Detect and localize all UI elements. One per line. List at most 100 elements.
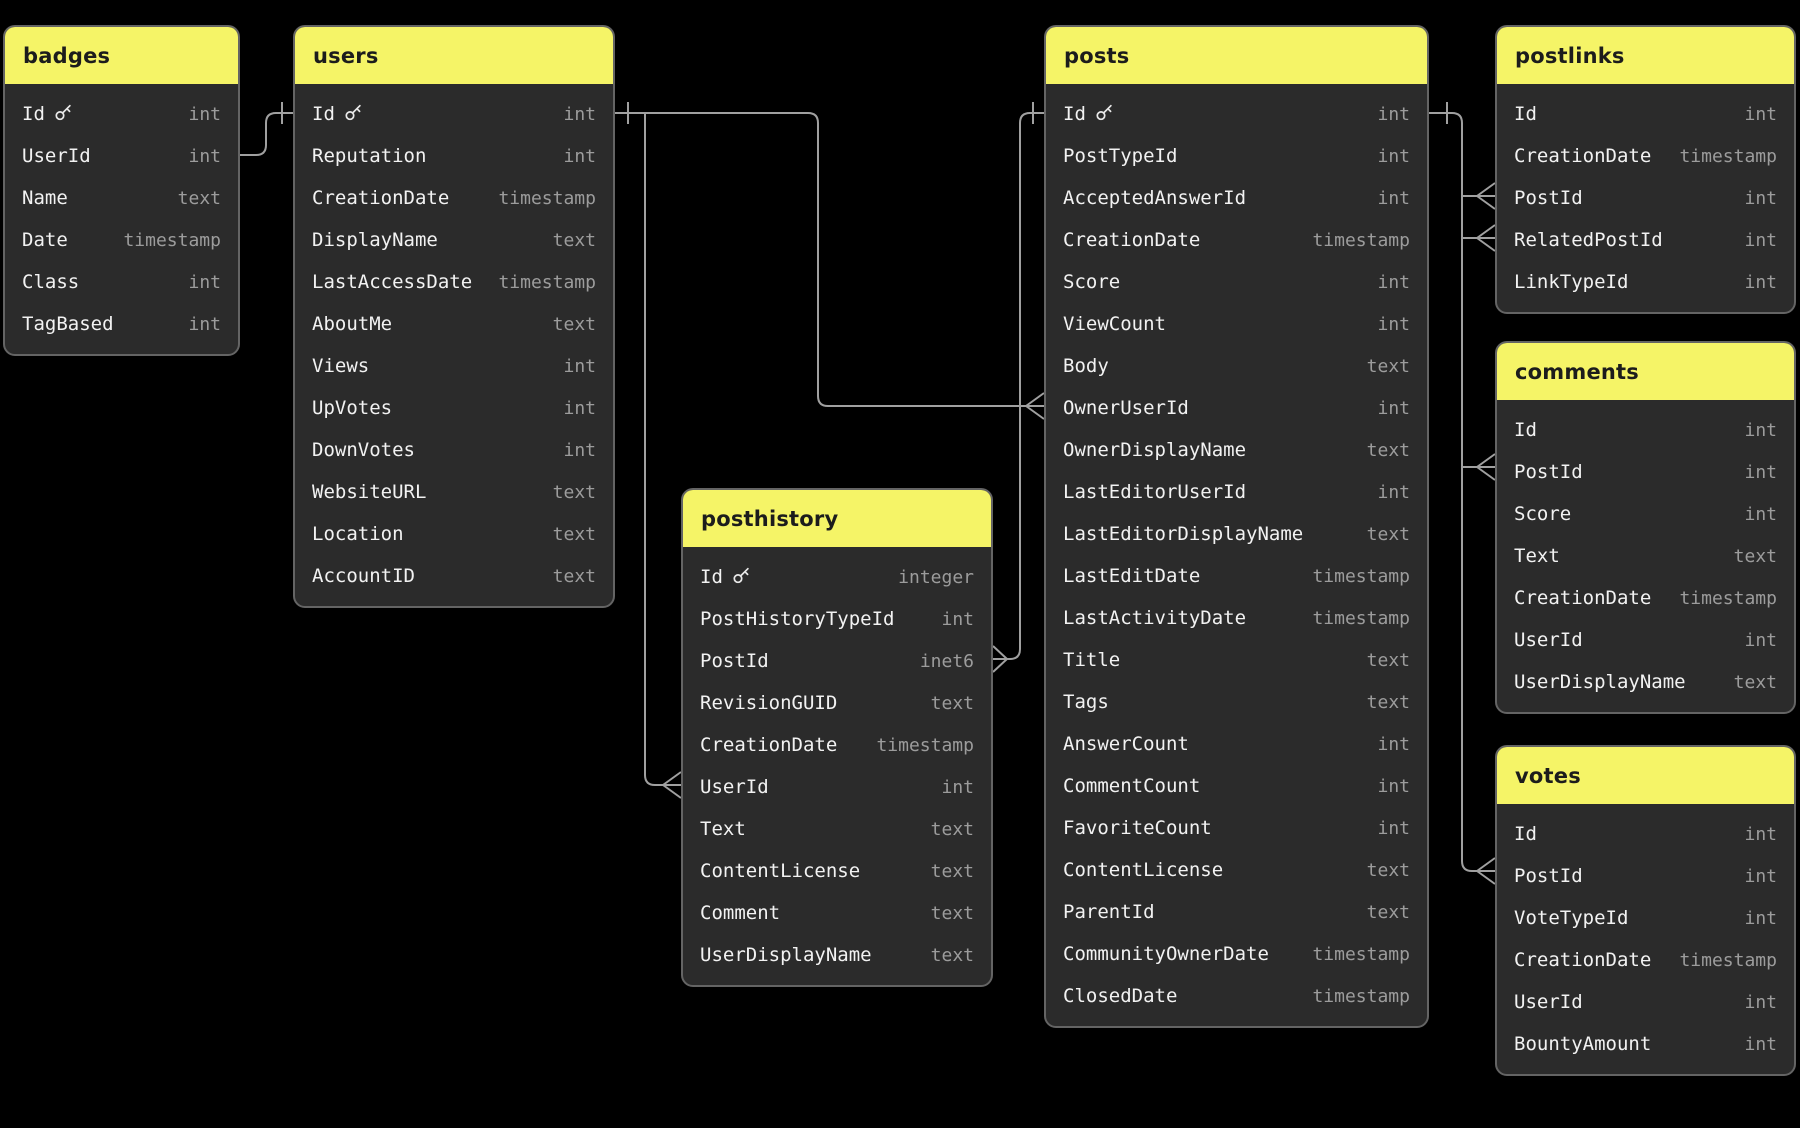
field-name-label: Date <box>22 229 68 251</box>
field-type: int <box>1744 991 1777 1013</box>
table-header-users[interactable]: users <box>295 27 613 84</box>
field-name-label: CreationDate <box>1514 587 1652 609</box>
field-type: int <box>1377 817 1410 839</box>
field-name-label: ParentId <box>1063 901 1155 923</box>
field-name: AcceptedAnswerId <box>1063 187 1246 209</box>
table-header-postlinks[interactable]: postlinks <box>1497 27 1794 84</box>
table-header-posts[interactable]: posts <box>1046 27 1427 84</box>
table-header-badges[interactable]: badges <box>5 27 238 84</box>
table-header-comments[interactable]: comments <box>1497 343 1794 400</box>
field-type: int <box>1744 1033 1777 1055</box>
table-header-posthistory[interactable]: posthistory <box>683 490 991 547</box>
field-type: text <box>930 860 974 882</box>
cardinality-many-crowfoot <box>992 645 1008 660</box>
table-header-votes[interactable]: votes <box>1497 747 1794 804</box>
field-type: text <box>1366 649 1410 671</box>
table-title: posts <box>1064 43 1130 68</box>
field-name-label: LastEditorUserId <box>1063 481 1247 503</box>
field-type: int <box>1744 865 1777 887</box>
field-name: AboutMe <box>312 313 392 335</box>
field-name-label: ViewCount <box>1063 313 1166 335</box>
field-name-label: AccountID <box>312 565 415 587</box>
field-name-label: Score <box>1063 271 1121 293</box>
field-type: text <box>1366 439 1410 461</box>
